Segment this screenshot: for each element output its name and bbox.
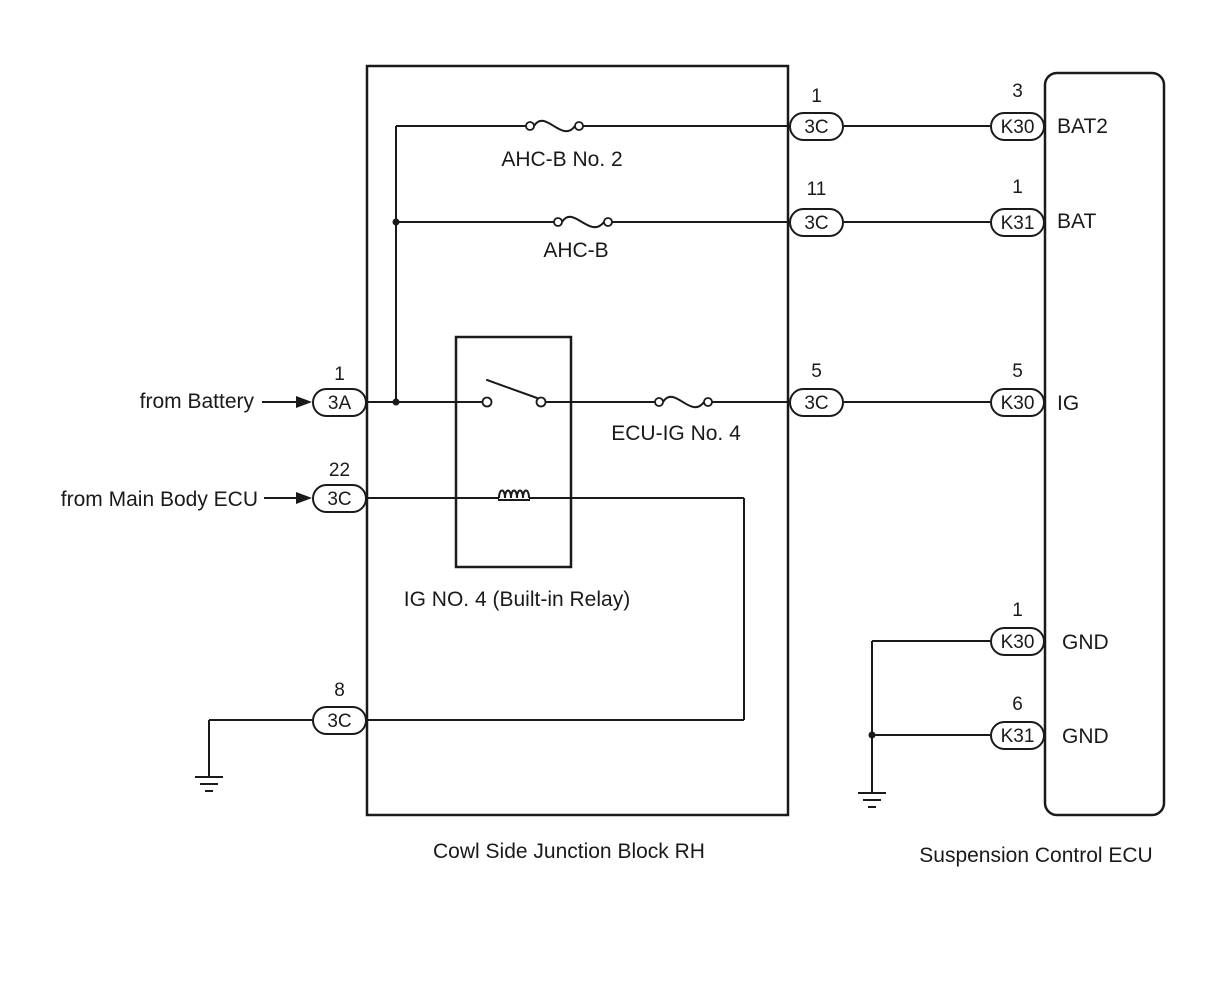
ground-right-icon: [858, 792, 886, 808]
connector-3a-battery: 3A 1: [312, 364, 367, 417]
svg-text:1: 1: [1012, 177, 1023, 198]
arrow-main-body-icon: [264, 492, 312, 504]
svg-text:1: 1: [811, 86, 822, 107]
fuse-ahc-b-label: AHC-B: [543, 239, 608, 262]
junction-dot-ahc-b: [392, 218, 400, 226]
junction-dot-gnd: [868, 731, 876, 739]
connector-3c-22: 3C 22: [312, 460, 367, 513]
svg-text:3A: 3A: [328, 393, 352, 414]
svg-text:K30: K30: [1001, 393, 1035, 414]
svg-text:5: 5: [811, 361, 822, 382]
fuse-ahc-b2: [525, 119, 584, 133]
connector-k31-gnd: K31 6: [990, 694, 1045, 750]
svg-text:6: 6: [1012, 694, 1023, 715]
svg-text:5: 5: [1012, 361, 1023, 382]
ecu-outline: [1043, 71, 1166, 817]
svg-text:3C: 3C: [327, 489, 351, 510]
fuse-ecu-ig4: [654, 395, 713, 409]
connector-3c-5: 3C 5: [789, 361, 844, 417]
connector-k30-bat2: K30 3: [990, 81, 1045, 141]
terminal-gnd-1: GND: [1062, 631, 1109, 654]
svg-text:K30: K30: [1001, 632, 1035, 653]
ecu-label: Suspension Control ECU: [919, 844, 1152, 867]
fuse-ahc-b2-label: AHC-B No. 2: [501, 148, 622, 171]
svg-text:8: 8: [334, 680, 345, 701]
connector-3c-1: 3C 1: [789, 86, 844, 141]
fuse-ecu-ig4-label: ECU-IG No. 4: [611, 422, 741, 445]
arrow-battery-icon: [262, 396, 312, 408]
ground-left-icon: [195, 776, 223, 792]
svg-text:1: 1: [334, 364, 345, 385]
connector-3c-11: 3C 11: [789, 179, 844, 237]
terminal-bat: BAT: [1057, 210, 1096, 233]
svg-text:3C: 3C: [804, 213, 828, 234]
relay-coil-icon: [498, 489, 530, 501]
input-main-body-label: from Main Body ECU: [61, 488, 258, 511]
junction-block-outline: [365, 64, 790, 817]
input-battery-label: from Battery: [140, 390, 255, 413]
svg-text:K31: K31: [1001, 213, 1035, 234]
relay-label: IG NO. 4 (Built-in Relay): [404, 588, 630, 611]
terminal-gnd-2: GND: [1062, 725, 1109, 748]
svg-text:1: 1: [1012, 600, 1023, 621]
svg-text:K31: K31: [1001, 726, 1035, 747]
svg-text:11: 11: [807, 179, 827, 200]
connector-k31-bat: K31 1: [990, 177, 1045, 237]
svg-text:K30: K30: [1001, 117, 1035, 138]
connector-k30-gnd: K30 1: [990, 600, 1045, 656]
svg-text:3C: 3C: [327, 711, 351, 732]
connector-3c-8: 3C 8: [312, 680, 367, 735]
svg-text:3C: 3C: [804, 117, 828, 138]
svg-text:22: 22: [329, 460, 350, 481]
svg-text:3C: 3C: [804, 393, 828, 414]
terminal-bat2: BAT2: [1057, 115, 1108, 138]
svg-text:3: 3: [1012, 81, 1023, 102]
terminal-ig: IG: [1057, 392, 1079, 415]
relay-box: [454, 335, 573, 569]
connector-k30-ig: K30 5: [990, 361, 1045, 417]
fuse-ahc-b: [553, 215, 613, 229]
junction-dot-battery: [392, 398, 400, 406]
junction-block-label: Cowl Side Junction Block RH: [433, 840, 705, 863]
relay-switch: [481, 379, 547, 408]
